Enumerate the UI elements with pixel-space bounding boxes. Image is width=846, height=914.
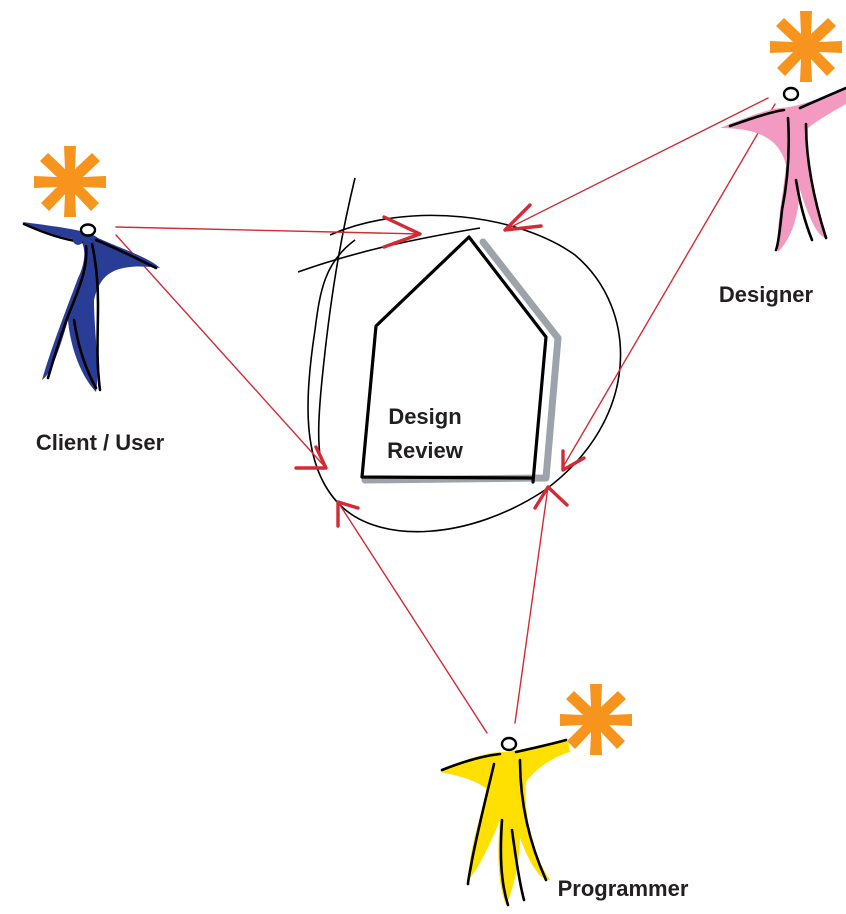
- arrowhead-programmer-left: [336, 500, 360, 528]
- client-hand-dot: [73, 235, 83, 245]
- design-review-house: [360, 235, 562, 484]
- review-ellipse: [307, 214, 622, 533]
- sketch-stroke-vertical: [317, 177, 356, 456]
- arrowhead-programmer-right: [533, 485, 569, 510]
- arrowhead-client-lower: [294, 445, 328, 470]
- client-user-label: Client / User: [36, 430, 165, 455]
- arrowhead-client-top: [382, 215, 422, 249]
- arrow-programmer-to-review-right-line: [514, 486, 549, 724]
- designer-outline: [728, 86, 846, 252]
- design-review-title-line2: Review: [387, 438, 464, 463]
- client-head: [79, 223, 97, 237]
- arrowhead-designer-lower: [561, 449, 586, 472]
- arrowhead-designer-top: [503, 203, 543, 232]
- arrow-client-to-review-line: [115, 226, 421, 235]
- client-outline: [22, 222, 158, 392]
- design-review-title-line1: Design: [388, 404, 461, 429]
- designer-label: Designer: [719, 282, 814, 307]
- designer-head: [782, 86, 800, 102]
- programmer-head: [500, 736, 518, 752]
- designer-figure: Designer: [719, 11, 846, 307]
- client-star-icon: [34, 146, 106, 217]
- sketch-stroke-horizontal: [297, 227, 481, 273]
- arrow-programmer-to-review-line: [337, 501, 488, 734]
- house-outline: [360, 235, 548, 484]
- programmer-outline: [440, 738, 568, 907]
- designer-body: [720, 88, 846, 252]
- designer-star-icon: [770, 11, 842, 82]
- arrow-client-to-review-lower-line: [115, 234, 327, 469]
- connection-arrows: [115, 97, 776, 734]
- arrow-designer-to-review-line: [504, 97, 769, 231]
- programmer-figure: Programmer: [440, 684, 689, 907]
- programmer-label: Programmer: [558, 876, 689, 901]
- programmer-star-icon: [560, 684, 632, 755]
- arrow-designer-to-review-lower-line: [562, 103, 776, 468]
- client-body: [22, 222, 160, 392]
- client-user-figure: Client / User: [22, 146, 165, 455]
